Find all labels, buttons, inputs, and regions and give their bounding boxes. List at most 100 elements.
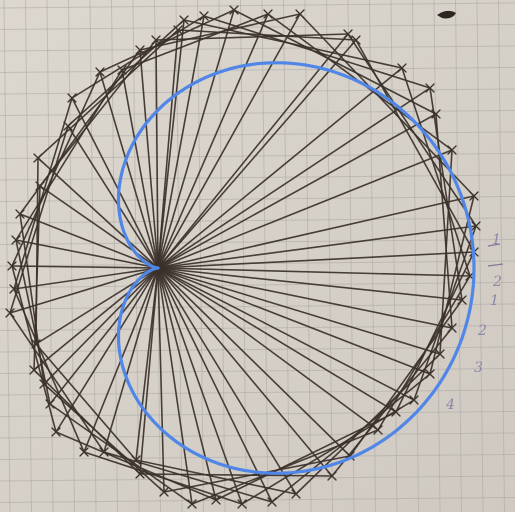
cross-mark [267, 497, 277, 507]
cross-mark [9, 284, 19, 294]
blue-cardioid-curve [116, 61, 476, 475]
chord-line [157, 15, 205, 269]
chord-line [13, 267, 159, 290]
cross-mark [409, 395, 419, 405]
chord-line [157, 195, 475, 269]
cross-mark [237, 499, 247, 509]
chord-line [157, 267, 431, 375]
margin-number-4: 4 [446, 397, 455, 413]
envelope-line [401, 67, 471, 277]
envelope-line [67, 19, 185, 127]
cross-mark [471, 221, 481, 231]
cross-mark [95, 67, 105, 77]
chord-line [157, 33, 349, 269]
chord-line [157, 13, 301, 269]
grid-line-horizontal [0, 411, 515, 417]
cross-mark [29, 365, 39, 375]
envelope-line [121, 13, 269, 71]
chord-line [157, 113, 437, 269]
envelope-line [135, 459, 297, 495]
cross-mark [431, 109, 441, 119]
chord-line [157, 267, 273, 503]
grid-line-horizontal [0, 368, 515, 374]
grid-line-horizontal [0, 432, 515, 439]
chord-line [157, 149, 453, 269]
chord-line [157, 225, 477, 269]
cross-mark [291, 489, 301, 499]
cross-mark [435, 349, 445, 359]
cross-mark [211, 495, 221, 505]
grid-line-horizontal [0, 454, 515, 460]
chord-line [155, 39, 159, 269]
envelope-line [177, 29, 357, 41]
chord-line [157, 267, 333, 477]
grid-line-vertical [46, 0, 54, 512]
cross-mark [179, 15, 189, 25]
cross-mark [135, 45, 145, 55]
chord-line [157, 87, 431, 269]
margin-number-2: 2 [478, 323, 487, 339]
grid-line-horizontal [0, 24, 515, 30]
chord-line [43, 267, 159, 385]
chord-line [157, 267, 415, 401]
cross-mark [135, 469, 145, 479]
envelope-line [155, 33, 349, 41]
cross-mark [67, 93, 77, 103]
chord-line [157, 9, 235, 269]
chord-line [37, 157, 159, 269]
cross-mark [131, 455, 141, 465]
margin-number-3: 3 [474, 360, 483, 376]
envelope-line [33, 369, 141, 475]
ink-blot [437, 10, 456, 19]
chord-line [157, 267, 453, 329]
envelope-line [299, 13, 475, 197]
cross-mark [295, 9, 305, 19]
cross-mark [447, 323, 457, 333]
cross-mark [63, 121, 73, 131]
cross-mark [151, 35, 161, 45]
chord-line [9, 267, 159, 314]
grid-line-vertical [326, 0, 333, 512]
cross-mark [263, 9, 273, 19]
chord-line [135, 267, 159, 461]
grid-line-vertical [369, 0, 376, 512]
envelope-line [139, 473, 333, 477]
cross-mark [327, 471, 337, 481]
grid-line-vertical [433, 0, 441, 512]
cross-mark [159, 487, 169, 497]
cross-mark [469, 191, 479, 201]
grid-line-horizontal [0, 497, 515, 503]
envelope-line [19, 213, 45, 385]
envelope-line [11, 71, 101, 267]
chord-line [121, 69, 159, 269]
cross-mark [99, 447, 109, 457]
chord-line [33, 267, 159, 371]
cross-mark [425, 369, 435, 379]
cross-mark [79, 447, 89, 457]
chord-line [157, 267, 379, 431]
cross-mark [45, 399, 55, 409]
grid-line-horizontal [0, 239, 515, 245]
chord-line [157, 267, 471, 277]
grid-line-horizontal [0, 389, 515, 396]
envelope-line [347, 33, 477, 227]
envelope-line [99, 9, 235, 73]
envelope-line [355, 39, 475, 253]
chord-line [157, 251, 475, 269]
envelope-line [191, 429, 379, 505]
grid-line-vertical [3, 0, 11, 512]
grid-line-vertical [476, 0, 484, 512]
cross-mark [35, 181, 45, 191]
chord-line [67, 125, 159, 269]
envelope-line [35, 157, 39, 345]
envelope-line [37, 29, 179, 159]
margin-number-1: 1 [490, 293, 499, 309]
cross-mark [447, 145, 457, 155]
chord-line [157, 67, 403, 269]
chord-line [157, 267, 351, 457]
cross-mark [15, 209, 25, 219]
chord-line [139, 267, 159, 475]
chord-line [139, 49, 159, 269]
grid-line-vertical [197, 0, 204, 512]
grid-line-horizontal [0, 2, 515, 9]
